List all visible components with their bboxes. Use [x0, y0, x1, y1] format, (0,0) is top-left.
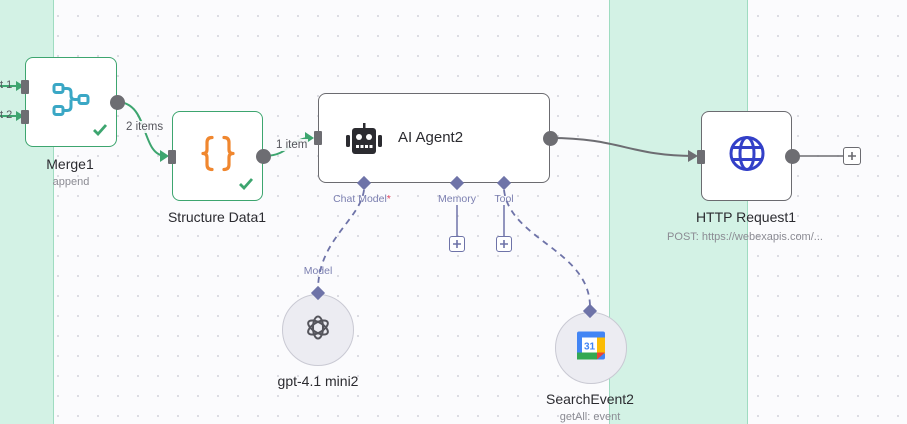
edge-label: 2 items [125, 121, 165, 133]
chat-model-label: Chat Model* [333, 193, 391, 205]
node-title: AI Agent2 [398, 129, 464, 146]
input-label-1: t 1 [0, 79, 13, 91]
http-request-node[interactable] [697, 111, 800, 201]
search-event-node[interactable]: 31 [555, 312, 627, 384]
node-title: Merge1 [46, 156, 94, 172]
add-node-button[interactable] [843, 147, 861, 165]
edge-tool-to-search[interactable] [503, 189, 591, 308]
node-subtitle: getAll: event [559, 411, 621, 423]
structure-data-node[interactable] [168, 111, 271, 201]
output-port[interactable] [256, 149, 271, 164]
input-port[interactable] [314, 131, 322, 145]
canvas-highlight-band [609, 0, 748, 424]
memory-label: Memory [438, 193, 476, 205]
add-tool-button[interactable] [496, 236, 512, 252]
code-braces-icon [199, 134, 237, 179]
input-label-2: t 2 [0, 109, 13, 121]
node-title: SearchEvent2 [546, 391, 634, 407]
plus-icon [848, 152, 856, 160]
google-calendar-icon: 31 [577, 331, 605, 365]
model-port-label: Model [303, 265, 333, 277]
input-port[interactable] [697, 150, 705, 164]
node-subtitle: POST: https://webexapis.com/... [667, 231, 823, 243]
globe-icon [728, 135, 766, 178]
tool-label: Tool [494, 193, 514, 205]
gpt-model-node[interactable] [282, 294, 354, 366]
robot-icon [345, 123, 383, 160]
plus-icon [453, 240, 461, 248]
output-port[interactable] [543, 131, 558, 146]
add-memory-button[interactable] [449, 236, 465, 252]
edge-arrow [16, 111, 24, 121]
success-check-icon [92, 123, 108, 141]
edge-arrow [16, 81, 24, 91]
input-port[interactable] [168, 150, 176, 164]
edge-agent-to-http[interactable] [549, 137, 695, 157]
output-port[interactable] [785, 149, 800, 164]
node-title: HTTP Request1 [695, 209, 797, 225]
plus-icon [500, 240, 508, 248]
node-subtitle: append [52, 176, 90, 188]
input-port[interactable] [21, 80, 29, 94]
edge-label: 1 item [275, 139, 309, 151]
output-port[interactable] [110, 95, 125, 110]
ai-agent-node[interactable]: AI Agent2 [314, 93, 558, 183]
success-check-icon [238, 177, 254, 195]
openai-icon [304, 314, 332, 347]
node-title: Structure Data1 [167, 209, 267, 225]
node-title: gpt-4.1 mini2 [277, 373, 359, 389]
edge-chatmodel-to-gpt[interactable] [317, 189, 365, 291]
edge-arrow [160, 150, 169, 162]
calendar-day: 31 [584, 342, 596, 353]
input-port[interactable] [21, 110, 29, 124]
edge-arrow [688, 150, 698, 162]
merge-icon [51, 82, 91, 123]
merge-node[interactable] [21, 57, 125, 147]
